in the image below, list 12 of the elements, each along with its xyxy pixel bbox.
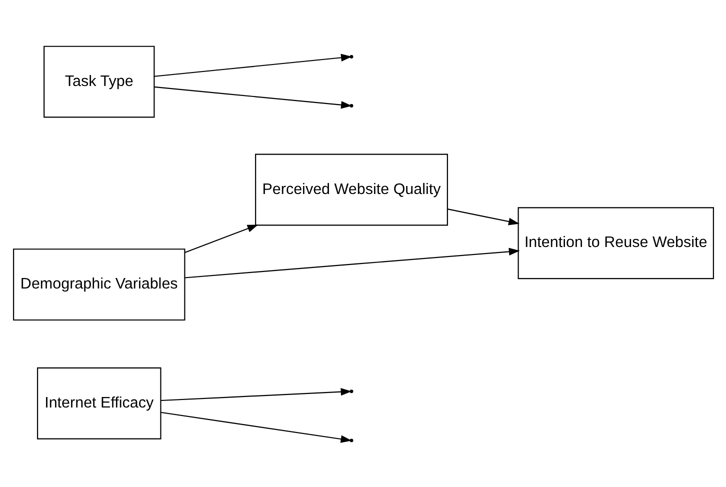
arrow (160, 411, 352, 442)
arrow (160, 388, 352, 401)
node-box: Intention to Reuse Website (517, 206, 714, 279)
node-box: Internet Efficacy (36, 366, 161, 439)
arrow (154, 86, 352, 108)
arrow (184, 247, 520, 278)
arrow (184, 224, 258, 252)
node-box: Demographic Variables (12, 248, 185, 320)
node-box: Task Type (43, 45, 154, 118)
arrow (447, 208, 519, 225)
node-box: Perceived Website Quality (254, 153, 448, 226)
arrow (154, 53, 352, 76)
